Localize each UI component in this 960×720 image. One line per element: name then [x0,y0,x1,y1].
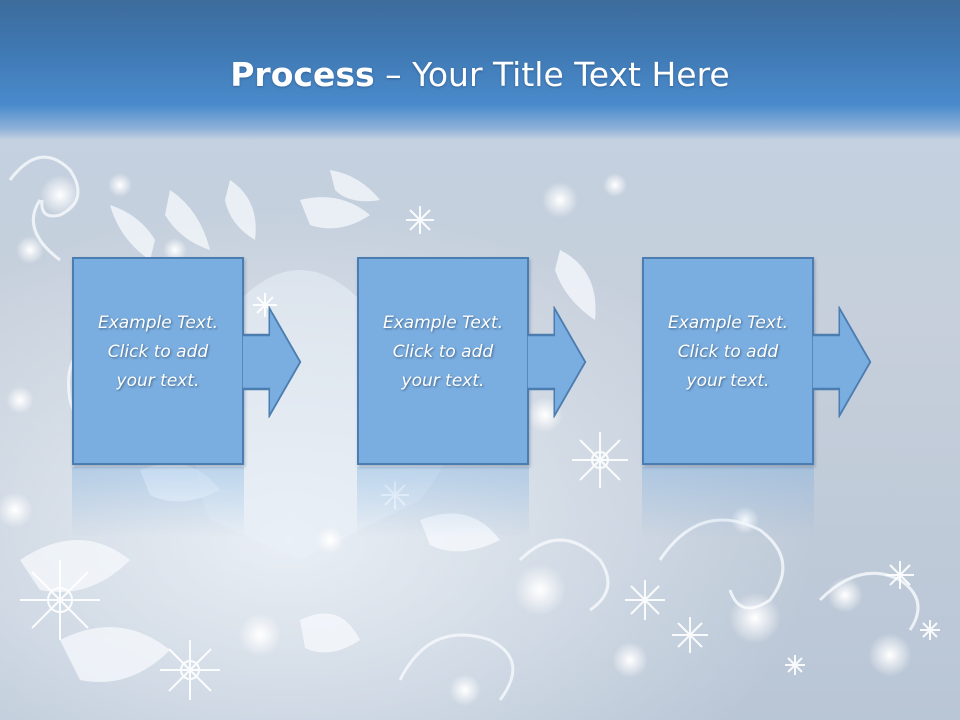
step-3-text[interactable]: Example Text. Click to add your text. [667,312,789,391]
page-title[interactable]: Process – Your Title Text Here [0,52,960,98]
arrow-right-icon [242,306,302,418]
arrow-right-icon [527,306,587,418]
title-band [0,0,960,140]
step-reflection [72,467,244,537]
step-reflection [642,467,814,537]
step-1-text[interactable]: Example Text. Click to add your text. [97,312,219,391]
arrow-right-icon [812,306,872,418]
step-reflection [357,467,529,537]
title-rest-part: – Your Title Text Here [374,55,730,94]
process-step-3-box[interactable]: Example Text. Click to add your text. [642,257,814,465]
title-bold-part: Process [230,55,375,94]
step-2-text[interactable]: Example Text. Click to add your text. [382,312,504,391]
process-step-1-box[interactable]: Example Text. Click to add your text. [72,257,244,465]
process-step-2-box[interactable]: Example Text. Click to add your text. [357,257,529,465]
